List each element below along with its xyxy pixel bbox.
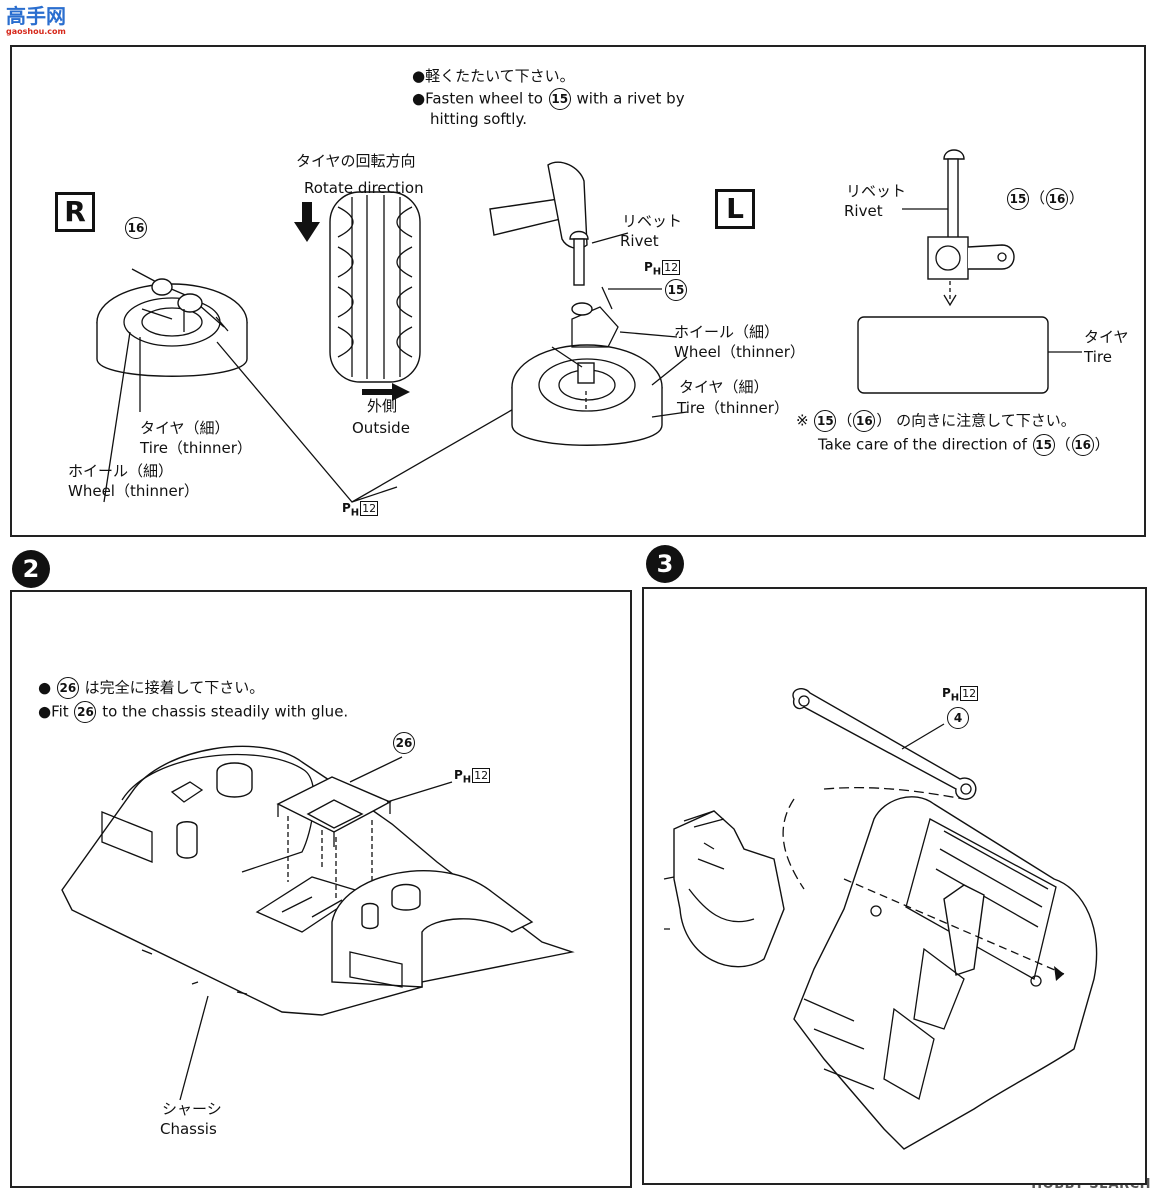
part-15-badge: 15 xyxy=(814,410,837,432)
rivet-note-jp: ●軽くたたいて下さい。 xyxy=(412,67,575,85)
step2-chassis-illustration xyxy=(61,745,575,1101)
wheel-left-illustration xyxy=(511,286,663,446)
ph-num: 12 xyxy=(960,686,979,701)
part-26-badge: 26 xyxy=(74,701,97,723)
ph-num: 12 xyxy=(662,260,681,275)
tire2-en: Tire xyxy=(1084,348,1112,366)
site-logo: 高手网 xyxy=(6,4,66,28)
outside-arrow xyxy=(362,383,410,401)
rotate-direction-jp: タイヤの回転方向 xyxy=(296,152,416,170)
part-16-badge: 16 xyxy=(853,410,876,432)
step3-chassis-illustration xyxy=(663,688,1098,1150)
part-15-badge: 15 xyxy=(1032,434,1055,456)
rivet-en: Rivet xyxy=(620,232,659,250)
glue-note-en-b: to the chassis steadily with glue. xyxy=(102,702,349,721)
tire-tread-illustration xyxy=(329,191,421,383)
caution-jp-a: ※ xyxy=(796,411,809,430)
part-15-badge: 15 xyxy=(665,279,687,301)
ph-num: 12 xyxy=(360,501,379,516)
ph-sub: H xyxy=(350,507,360,519)
part-15-16-label: 15（16） xyxy=(1006,187,1084,210)
part-15-badge: 15 xyxy=(1007,187,1029,210)
ph-sub: H xyxy=(950,692,960,704)
wheel-right-illustration xyxy=(96,268,248,377)
step-2-badge: 2 xyxy=(12,550,50,588)
glue-note-jp: ● 26 は完全に接着して下さい。 xyxy=(38,677,264,699)
ph-sub: H xyxy=(652,266,662,278)
chassis-jp: シャーシ xyxy=(162,1100,222,1118)
part-26-badge: 26 xyxy=(393,732,415,754)
part15-16-illustration xyxy=(902,149,1015,307)
part-16-badge: 16 xyxy=(125,217,147,239)
rivet-note-en: ●Fasten wheel to 15 with a rivet by xyxy=(412,88,685,110)
part-4-badge: 4 xyxy=(947,707,969,729)
step2-panel: ● 26 は完全に接着して下さい。 ●Fit 26 to the chassis… xyxy=(10,590,632,1188)
rivet-note-en-a: ●Fasten wheel to xyxy=(412,89,543,108)
glue-note-jp-a: ● xyxy=(38,678,52,697)
rivet2-en: Rivet xyxy=(844,202,883,220)
site-logo-subtext: gaoshou.com xyxy=(6,27,66,36)
outside-en: Outside xyxy=(352,419,410,437)
rivet-jp: リベット xyxy=(622,212,683,230)
left-side-label: L xyxy=(715,189,755,229)
tire-box xyxy=(857,316,1049,394)
step1-illustration xyxy=(96,149,1082,503)
caution-jp: ※ 15（16） の向きに注意して下さい。 xyxy=(796,410,1076,432)
glue-note-en: ●Fit 26 to the chassis steadily with glu… xyxy=(38,701,348,723)
right-side-label: R xyxy=(55,192,95,232)
tire-left-en: Tire（thinner） xyxy=(677,399,789,417)
rivet-note-en-c: hitting softly. xyxy=(430,110,527,128)
glue-note-en-a: ●Fit xyxy=(38,702,69,721)
ph-prefix: P xyxy=(644,260,653,274)
ph-prefix: P xyxy=(342,501,351,515)
part-16-badge: 16 xyxy=(1071,434,1094,456)
step1-panel: R L ●軽くたたいて下さい。 ●Fasten wheel to 15 with… xyxy=(10,45,1146,537)
step-3-badge: 3 xyxy=(646,545,684,583)
wheel-left-en: Wheel（thinner） xyxy=(674,343,805,361)
part-15-badge: 15 xyxy=(548,88,571,110)
glue-note-jp-b: は完全に接着して下さい。 xyxy=(84,678,265,697)
wheel-left-jp: ホイール（細） xyxy=(674,323,780,341)
part-26-badge: 26 xyxy=(56,677,79,699)
rotate-direction-en: Rotate direction xyxy=(304,179,424,197)
wheel-right-jp: ホイール（細） xyxy=(68,462,174,480)
rotate-arrow-down xyxy=(294,202,320,242)
wheel-right-en: Wheel（thinner） xyxy=(68,482,199,500)
tire-left-jp: タイヤ（細） xyxy=(679,378,769,396)
rivet2-jp: リベット xyxy=(846,182,907,200)
part-26-label: 26 xyxy=(392,732,416,754)
part-4-label: 4 xyxy=(946,707,970,729)
rivet-note-en-b: with a rivet by xyxy=(576,89,685,108)
tire2-jp: タイヤ xyxy=(1084,328,1129,346)
part-15-label: 15 xyxy=(664,279,688,301)
ph-prefix: P xyxy=(942,686,951,700)
caution-en: Take care of the direction of 15（16） xyxy=(818,434,1110,456)
outside-jp: 外側 xyxy=(367,397,398,415)
ph-prefix: P xyxy=(454,768,463,782)
caution-en-a: Take care of the direction of xyxy=(818,435,1027,454)
chassis-en: Chassis xyxy=(160,1120,217,1138)
tire-right-jp: タイヤ（細） xyxy=(140,419,230,437)
ph-num: 12 xyxy=(472,768,491,783)
part-16-badge: 16 xyxy=(1046,187,1069,210)
caution-jp-b: の向きに注意して下さい。 xyxy=(896,411,1076,430)
ph-sub: H xyxy=(462,774,472,786)
hammer-illustration xyxy=(489,161,588,275)
tire-right-en: Tire（thinner） xyxy=(140,439,252,457)
part-16-label: 16 xyxy=(124,217,148,239)
